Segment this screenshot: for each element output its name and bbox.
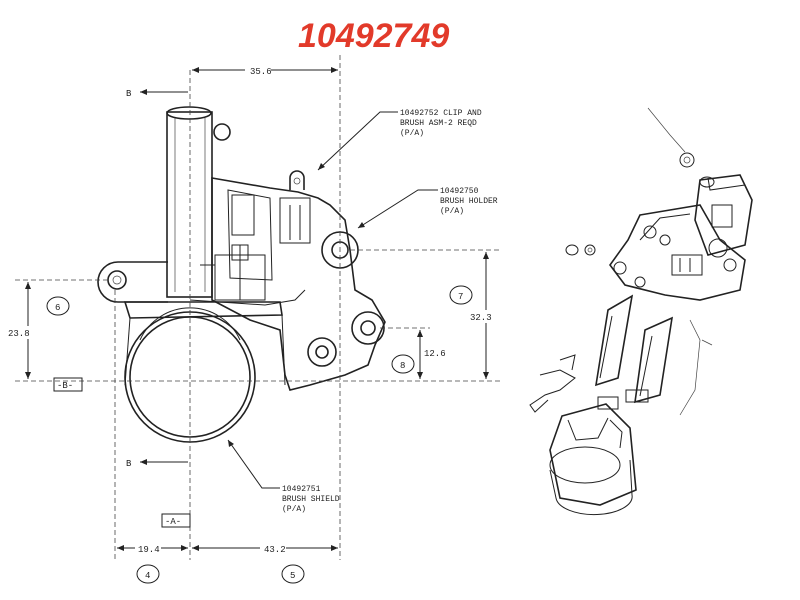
dimension-left: 23.8 bbox=[6, 282, 32, 379]
callout-brush-holder: 10492750 BRUSH HOLDER (P/A) bbox=[357, 187, 498, 229]
part-number-title: 10492749 bbox=[298, 17, 449, 55]
section-mark-bottom: B bbox=[126, 459, 188, 469]
svg-text:8: 8 bbox=[400, 361, 405, 371]
dimension-bottom: 19.4 43.2 bbox=[117, 542, 338, 555]
brush-shield-iso bbox=[549, 403, 637, 506]
svg-text:-A-: -A- bbox=[165, 517, 181, 527]
section-mark-top: B bbox=[126, 89, 188, 99]
dimension-32-3: 32.3 bbox=[470, 313, 492, 323]
main-assembly bbox=[97, 106, 386, 443]
centerlines bbox=[15, 55, 500, 560]
svg-text:10492750: 10492750 bbox=[440, 187, 479, 196]
balloon-4: 4 bbox=[136, 564, 160, 584]
svg-text:B: B bbox=[126, 459, 132, 469]
balloon-7: 7 bbox=[449, 285, 473, 305]
svg-text:7: 7 bbox=[458, 292, 463, 302]
balloon-6: 6 bbox=[46, 296, 70, 316]
svg-text:4: 4 bbox=[145, 571, 150, 581]
exploded-view bbox=[529, 107, 753, 516]
dimension-mid: 12.6 bbox=[417, 330, 448, 379]
dimension-top: 35.6 bbox=[192, 64, 338, 77]
brush-holder-body bbox=[211, 177, 386, 391]
dimension-19-4: 19.4 bbox=[138, 545, 160, 555]
svg-text:(P/A): (P/A) bbox=[282, 505, 306, 514]
terminal-housing bbox=[694, 174, 753, 256]
svg-text:10492752 CLIP AND: 10492752 CLIP AND bbox=[400, 109, 482, 118]
svg-text:5: 5 bbox=[290, 571, 295, 581]
dimension-right: 32.3 bbox=[470, 252, 498, 379]
svg-text:10492751: 10492751 bbox=[282, 485, 321, 494]
brush-clip bbox=[289, 170, 305, 190]
dimension-43-2: 43.2 bbox=[264, 545, 286, 555]
brush-strip-left bbox=[595, 294, 634, 387]
dimension-23-8: 23.8 bbox=[8, 329, 30, 339]
brush-holder-iso bbox=[609, 204, 746, 301]
balloon-8: 8 bbox=[391, 354, 415, 374]
svg-text:BRUSH SHIELD: BRUSH SHIELD bbox=[282, 495, 340, 504]
post-knob bbox=[213, 123, 231, 141]
lower-mounting-boss bbox=[351, 311, 385, 345]
datum-a: -A- bbox=[161, 513, 191, 528]
svg-text:(P/A): (P/A) bbox=[440, 207, 464, 216]
left-mounting-ear bbox=[97, 261, 168, 303]
callout-brush-shield: 10492751 BRUSH SHIELD (P/A) bbox=[227, 439, 340, 514]
dimension-12-6: 12.6 bbox=[424, 349, 446, 359]
svg-text:6: 6 bbox=[55, 303, 60, 313]
callout-clip-and-brush: 10492752 CLIP AND BRUSH ASM-2 REQD (P/A) bbox=[317, 109, 482, 171]
svg-text:BRUSH ASM-2 REQD: BRUSH ASM-2 REQD bbox=[400, 119, 477, 128]
svg-text:B: B bbox=[126, 89, 132, 99]
svg-text:(P/A): (P/A) bbox=[400, 129, 424, 138]
terminal-boss bbox=[307, 337, 337, 367]
svg-text:-B-: -B- bbox=[57, 381, 73, 391]
svg-text:BRUSH HOLDER: BRUSH HOLDER bbox=[440, 197, 498, 206]
balloon-5: 5 bbox=[281, 564, 305, 584]
dimension-35-6: 35.6 bbox=[250, 67, 272, 77]
brush-strip-right bbox=[634, 316, 674, 404]
datum-b: -B- bbox=[53, 377, 83, 392]
